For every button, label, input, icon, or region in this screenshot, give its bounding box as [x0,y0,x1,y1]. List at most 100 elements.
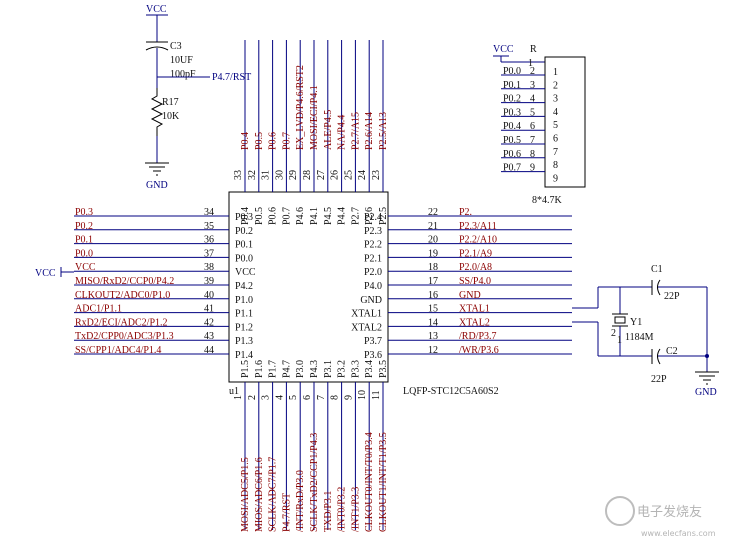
right-net-label: XTAL2 [459,317,490,328]
top-net-label: P0.4 [240,132,251,150]
top-net-label: P0.5 [254,132,265,150]
rpack-body [544,56,586,188]
right-net-label: P2.2/A10 [459,235,497,246]
right-pin-name: P2.2 [364,240,382,251]
left-pin-number: 36 [204,235,214,246]
rpack-net-label: P0.2 [503,94,521,105]
rpack-value: 8*4.7K [532,195,563,206]
top-pin-name: P0.5 [254,207,265,225]
bottom-net-label: SCLK/TxD2/CCP1/P4.3 [309,433,320,532]
top-pin-number: 24 [357,170,368,180]
rpack-pin-number: 9 [553,173,558,184]
right-pin-number: 14 [428,317,438,328]
left-net-label: SS/CPP1/ADC4/P1.4 [75,345,161,356]
reset-circuit: VCC C3 10UF 100pF P4.7/RST R17 10K GND [145,4,251,191]
bottom-pin-name: P3.0 [295,360,306,378]
top-net-label: P2.7/A15 [350,112,361,150]
left-pin-name: VCC [235,267,256,278]
top-pin-name: P2.6 [364,207,375,225]
left-net-label: RxD2/ECI/ADC2/P1.2 [75,317,168,328]
c3-plate-bottom [145,46,169,51]
bottom-pin-number: 7 [316,395,327,400]
top-net-label: EX_LVD/P4.6/RST2 [295,65,306,150]
top-pin-number: 27 [316,170,327,180]
c2-value: 22P [651,374,667,385]
bottom-pin-name: P1.6 [254,360,265,378]
chip-part: LQFP-STC12C5A60S2 [403,386,499,397]
top-pin-name: P4.6 [295,207,306,225]
right-pin-name: P2.3 [364,226,382,237]
left-net-label: TxD2/CPP0/ADC3/P1.3 [75,331,174,342]
top-pin-name: P4.4 [337,207,348,225]
left-net-label: ADC1/P1.1 [75,304,122,315]
top-pin-name: P0.4 [240,207,251,225]
rpack-pin-number: 5 [553,120,558,131]
right-pin-number: 12 [428,345,438,356]
left-pin-number: 40 [204,290,214,301]
bottom-pin-number: 3 [261,395,272,400]
rpack-pin-number: 2 [553,80,558,91]
right-net-label: XTAL1 [459,304,490,315]
top-net-label: NA/P4.4 [337,115,348,150]
rpack-net-pin: 6 [530,121,535,132]
left-pin-name: P1.0 [235,295,253,306]
r17-ref: R17 [162,97,179,108]
left-pin-number: 44 [204,345,214,356]
top-pin-name: P2.5 [378,207,389,225]
rpack-net-pin: 2 [530,66,535,77]
bottom-pin-number: 4 [274,395,285,400]
bottom-pin-number: 6 [302,395,313,400]
rpack-net-pin: 9 [530,163,535,174]
bottom-pin-name: P1.5 [240,360,251,378]
bottom-pin-group: MOSI/ADC5/P1.51P1.5MIOS/ADC6/P1.62P1.6SC… [233,360,389,532]
right-net-label: SS/P4.0 [459,276,491,287]
top-pin-number: 25 [343,170,354,180]
rpack-pin-number: 6 [553,134,558,145]
left-pin-number: 35 [204,221,214,232]
top-pin-number: 23 [371,170,382,180]
rpack-ref: R [530,44,537,55]
bottom-pin-name: P4.7 [281,360,292,378]
y1-value: 1184M [625,332,654,343]
left-pin-number: 37 [204,248,214,259]
rpack-net-pin: 7 [530,135,535,146]
top-pin-number: 29 [288,170,299,180]
rpack-pin1: 1 [528,58,533,69]
r17-value: 10K [162,111,180,122]
bottom-pin-name: P3.4 [364,360,375,378]
top-net-label: P0.7 [281,132,292,150]
rpack-net-pin: 3 [530,80,535,91]
top-pin-name: P0.7 [281,207,292,225]
left-pin-number: 43 [204,331,214,342]
bottom-net-label: P4.7/RST [281,493,292,532]
left-pin-name: P1.2 [235,322,253,333]
top-pin-number: 31 [261,170,272,180]
bottom-pin-name: P1.7 [268,360,279,378]
rpack-net-label: P0.7 [503,163,521,174]
right-pin-name: P2.4 [364,212,382,223]
left-net-label: P0.3 [75,207,93,218]
left-pin-name: P1.4 [235,350,253,361]
vcc-top-label: VCC [146,4,167,15]
right-pin-number: 21 [428,221,438,232]
rpack-net-label: P0.3 [503,107,521,118]
right-net-label: P2.3/A11 [459,221,497,232]
left-pin-number: 42 [204,317,214,328]
right-pin-name: P3.7 [364,336,382,347]
left-pin-name: P0.3 [235,212,253,223]
left-pin-name: P1.1 [235,309,253,320]
c3-ref: C3 [170,41,182,52]
right-net-label: GND [459,290,481,301]
bottom-pin-number: 11 [371,390,382,400]
right-pin-number: 16 [428,290,438,301]
bottom-net-label: MIOS/ADC6/P1.6 [254,457,265,532]
bottom-pin-number: 5 [288,395,299,400]
vcc-left-supply: VCC [35,267,74,279]
bottom-net-label: /INT1/P3.3 [350,487,361,532]
top-net-label: P2.6/A14 [364,112,375,150]
rpack-net-pin: 4 [530,94,535,105]
junction-dot [705,354,709,358]
c2-plate-right [657,348,661,365]
bottom-net-label: CLKOUT0/INT/T0/P3.4 [364,432,375,532]
